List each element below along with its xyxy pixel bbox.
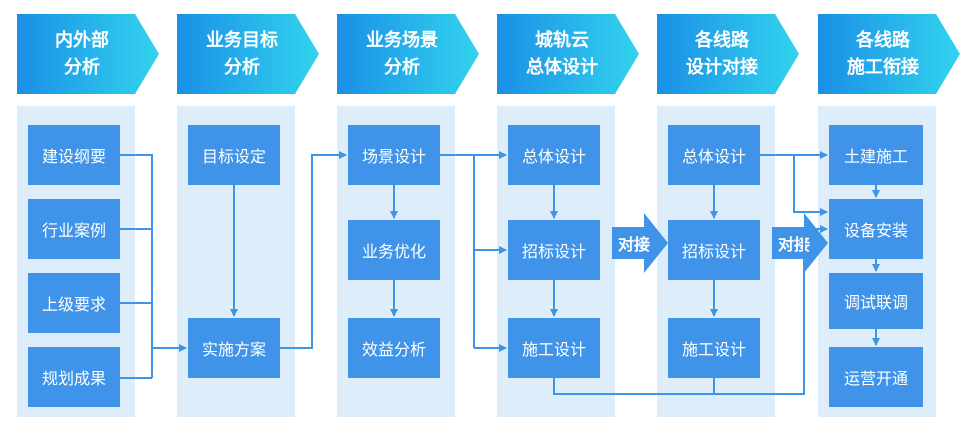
box-shishi-fangan: 实施方案 (188, 318, 280, 378)
chevron-shape (657, 14, 799, 94)
box-mubiao-sheding: 目标设定 (188, 125, 280, 185)
connector-merge-1 (120, 154, 153, 378)
stage-title: 各线路 设计对接 (686, 30, 758, 78)
box-shigong-sheji-a: 施工设计 (508, 318, 600, 378)
box-shebei-anzhuang: 设备安装 (829, 199, 923, 259)
stage-title: 内外部 分析 (55, 30, 109, 78)
handoff-arrow-1 (612, 213, 668, 273)
box-zongti-sheji-b: 总体设计 (668, 125, 760, 185)
box-hangye-anli: 行业案例 (28, 199, 120, 259)
chevron-shape (177, 14, 319, 94)
box-jianshe-gangyao: 建设纲要 (28, 125, 120, 185)
box-xiaoyi-fenxi: 效益分析 (348, 318, 440, 378)
stage-title: 城轨云 总体设计 (526, 30, 598, 78)
chevron-shape (818, 14, 960, 94)
box-shangji-yaoqiu: 上级要求 (28, 273, 120, 333)
box-guihua-chengguo: 规划成果 (28, 347, 120, 407)
handoff-label-1: 对接 (617, 235, 650, 254)
box-zongti-sheji-a: 总体设计 (508, 125, 600, 185)
chevron-shape (17, 14, 159, 94)
chevron-shape (497, 14, 639, 94)
chevron-shape (337, 14, 479, 94)
handoff-label-2: 对接 (777, 235, 810, 254)
box-tujian-shigong: 土建施工 (829, 125, 923, 185)
box-zhaobiao-sheji-b: 招标设计 (668, 220, 760, 280)
stage-title: 业务目标 分析 (206, 30, 278, 78)
box-yunying-kaitong: 运营开通 (829, 347, 923, 407)
box-shigong-sheji-b: 施工设计 (668, 318, 760, 378)
connector-shishi-to-changjing (280, 151, 347, 349)
box-zhaobiao-sheji-a: 招标设计 (508, 220, 600, 280)
stage-title: 业务场景 分析 (366, 30, 438, 78)
box-tiaoshi-lian-tiao: 调试联调 (829, 273, 923, 329)
connector-zongti-loop (793, 155, 828, 216)
stage-title: 各线路 施工衔接 (847, 30, 919, 78)
box-yewu-youhua: 业务优化 (348, 220, 440, 280)
connector-col4-bottom-loop (553, 229, 805, 395)
box-changjing-sheji: 场景设计 (348, 125, 440, 185)
